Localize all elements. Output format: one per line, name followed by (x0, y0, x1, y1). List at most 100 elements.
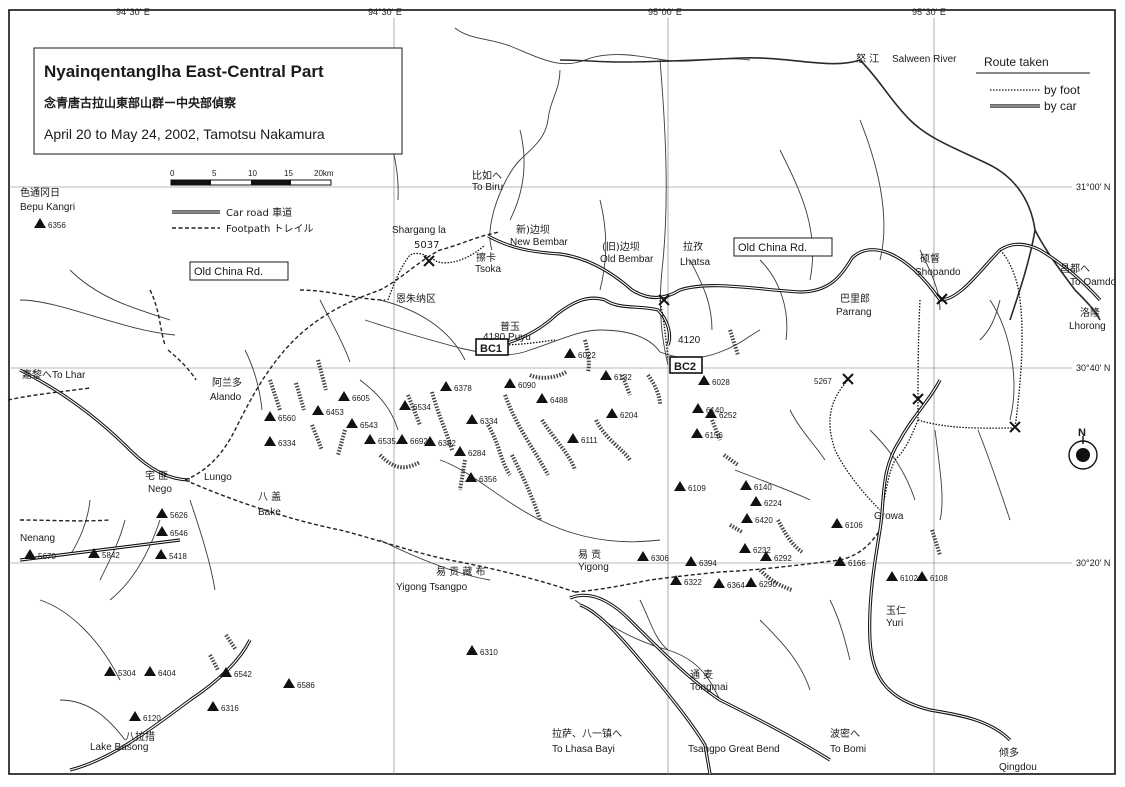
peak-triangle (338, 391, 350, 401)
peak-elevation: 6378 (454, 384, 472, 393)
peak-elevation: 6404 (158, 669, 176, 678)
peak-triangle (637, 551, 649, 561)
peak-triangle (88, 548, 100, 558)
place-name-japanese: 恩朱纳区 (396, 292, 436, 305)
place-name: Bake (258, 507, 281, 518)
peak-triangle (424, 436, 436, 446)
place-name: Lhorong (1069, 321, 1106, 332)
peak-elevation: 6364 (727, 581, 745, 590)
peak-elevation: 6224 (764, 499, 782, 508)
footpaths (7, 231, 881, 593)
peak-triangle (670, 575, 682, 585)
place-name-japanese: 八拉措 (125, 730, 155, 743)
old-china-road-label-left: Old China Rd. (194, 266, 263, 278)
peak-triangle (264, 436, 276, 446)
lat-label-1: 31°00' N (1076, 182, 1110, 192)
place-name-japanese: 怒 江 (856, 52, 879, 65)
peak-triangle (600, 370, 612, 380)
peak-triangle (156, 526, 168, 536)
peak-elevation: 6022 (578, 351, 596, 360)
peak-elevation: 5626 (170, 511, 188, 520)
place-name-japanese: 巴里郎 (840, 292, 870, 305)
peak-elevation: 6090 (518, 381, 536, 390)
place-name-japanese: 色通冈日 (20, 186, 60, 199)
place-name-japanese: (旧)边坝 (602, 241, 640, 253)
peak-elevation: 6420 (755, 516, 773, 525)
place-name: To Lhar (52, 370, 86, 381)
peak-triangle (264, 411, 276, 421)
peak-triangle (34, 218, 46, 228)
place-name: Bepu Kangri (20, 202, 75, 213)
peak-elevation: 6534 (413, 403, 431, 412)
peak-elevation: 6382 (438, 439, 456, 448)
peak-elevation: 6232 (753, 546, 771, 555)
bc2-label: BC2 (674, 361, 696, 373)
peak-elevation: 6140 (706, 406, 724, 415)
footpath-legend-label: Footpath トレイル (226, 224, 313, 235)
peak-triangle (692, 403, 704, 413)
title-box: Nyainqentanglha East-Central Part 念青唐古拉山… (33, 47, 403, 155)
place-name: Salween River (892, 54, 957, 65)
place-name-japanese: 洛隆 (1080, 306, 1100, 319)
peak-elevation: 6108 (930, 574, 948, 583)
lon-label-1: 94°30' E (116, 7, 150, 17)
peak-elevation: 6535 (378, 437, 396, 446)
lon-label-2: 94°30' E (368, 7, 402, 17)
bc1-label: BC1 (480, 343, 502, 355)
place-name-japanese: 阿兰多 (212, 376, 242, 389)
place-name-japanese: 新)边坝 (516, 223, 550, 236)
peak-elevation: 6252 (719, 411, 737, 420)
longitude-labels: 94°30' E 94°30' E 95°00' E 95°30' E (116, 7, 946, 17)
peak-triangle (834, 556, 846, 566)
peak-triangle (750, 496, 762, 506)
peak-triangle (713, 578, 725, 588)
map-title: Nyainqentanglha East-Central Part (44, 62, 324, 81)
place-name: Qingdou (999, 762, 1037, 773)
peak-elevation: 6560 (278, 414, 296, 423)
place-name: Tsoka (475, 264, 502, 275)
peak-triangle (740, 480, 752, 490)
place-name-japanese: 比如へ (472, 169, 502, 182)
place-name-japanese: 易 贡 藏 布 (436, 566, 486, 578)
rivers (19, 27, 1101, 741)
scale-tick-10: 10 (248, 169, 257, 178)
peak-triangle (440, 381, 452, 391)
place-name: New Bembar (510, 237, 568, 248)
peak-triangle (283, 678, 295, 688)
foot-route (387, 244, 1023, 511)
peak-elevation: 6546 (170, 529, 188, 538)
peak-elevation: 5418 (169, 552, 187, 561)
place-name: Yigong Tsangpo (396, 582, 468, 593)
place-name-japanese: 拉萨、八一镇へ (552, 727, 622, 740)
car-route-label: by car (1044, 99, 1077, 113)
peak-triangle (606, 408, 618, 418)
place-name: Parrang (836, 307, 872, 318)
peak-triangle (129, 711, 141, 721)
peak-elevation: 6310 (480, 648, 498, 657)
peak-elevation: 6394 (699, 559, 717, 568)
boxed-labels: Old China Rd. Old China Rd. BC1 BC2 (189, 237, 833, 374)
peak-triangle (155, 549, 167, 559)
place-name: To Bomi (830, 744, 866, 755)
place-name: Lhatsa (680, 257, 710, 268)
peak-triangle (104, 666, 116, 676)
peak-elevation: 6488 (550, 396, 568, 405)
place-name: To Lhasa Bayi (552, 744, 615, 755)
place-name: Lungo (204, 472, 232, 483)
peak-elevation: 6111 (581, 436, 598, 445)
peak-triangle (916, 571, 928, 581)
place-name-japanese: 擦卡 (476, 251, 496, 264)
peak-triangle (465, 472, 477, 482)
peak-elevation: 6102 (900, 574, 918, 583)
place-name: Nenang (20, 533, 55, 544)
latitude-labels: 31°00' N 30°40' N 30°20' N (1076, 182, 1110, 568)
place-name-japanese: 普玉 (500, 320, 520, 333)
peak-triangle (312, 405, 324, 415)
scale-tick-0: 0 (170, 169, 175, 178)
place-name: Nego (148, 484, 172, 495)
place-name: Tongmai (690, 682, 728, 693)
place-name: 4120 (678, 335, 701, 346)
place-name-japanese: 嘉黎へ (22, 368, 52, 381)
peak-triangle (454, 446, 466, 456)
